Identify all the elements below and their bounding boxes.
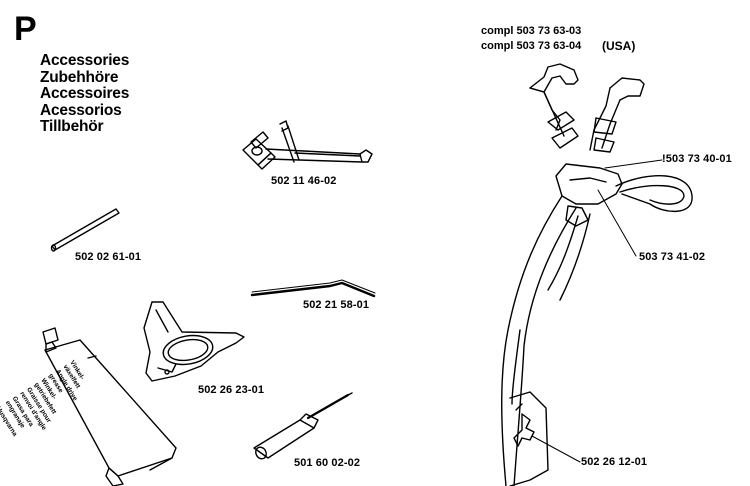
hex-key-drawing xyxy=(250,279,376,298)
title-portuguese: Acessorios xyxy=(40,101,122,119)
title-french: Accessoires xyxy=(40,85,130,102)
screwdriver-drawing xyxy=(253,392,353,460)
title-german: Zubehhöre xyxy=(40,68,119,86)
title-english: Accessories xyxy=(40,52,130,69)
part-number-hex-key: 502 21 58-01 xyxy=(303,299,370,311)
combination-wrench-drawing xyxy=(242,120,373,170)
part-number-harness-buckle: !503 73 40-01 xyxy=(662,153,732,165)
blade-guard-drawing xyxy=(143,301,245,382)
leader-lines xyxy=(531,159,663,463)
harness-compl-number-2: compl 503 73 63-04 xyxy=(481,40,582,52)
part-number-marker: ! xyxy=(662,153,666,165)
part-number-wrench: 502 11 46-02 xyxy=(271,175,337,187)
section-letter: P xyxy=(14,10,37,48)
harness-drawing xyxy=(501,63,693,486)
usa-label: (USA) xyxy=(602,39,636,53)
part-number-harness-hook: 502 26 12-01 xyxy=(581,456,648,468)
grease-tube-drawing xyxy=(42,327,177,486)
harness-compl-number-1: compl 503 73 63-03 xyxy=(481,25,582,37)
pin-drawing xyxy=(50,208,120,252)
part-number-harness-plate: 503 73 41-02 xyxy=(639,251,706,263)
part-number-blade-guard: 502 26 23-01 xyxy=(198,384,265,396)
part-number-pin: 502 02 61-01 xyxy=(75,251,142,263)
title-swedish: Tillbehör xyxy=(40,118,104,135)
part-number-screwdriver: 501 60 02-02 xyxy=(294,457,361,469)
title-block: Accessories Zubehhöre Accessoires Acesso… xyxy=(40,52,130,136)
part-number-text: 503 73 40-01 xyxy=(665,153,732,165)
